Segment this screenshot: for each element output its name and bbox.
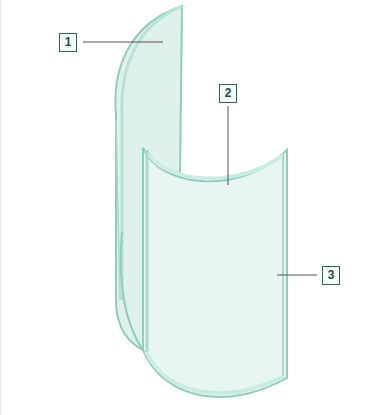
leader-line: [83, 42, 163, 43]
leader-line: [228, 106, 229, 185]
glass-edge-thickness: [282, 154, 284, 376]
leader-line: [277, 275, 317, 276]
callout-number: 3: [322, 266, 341, 285]
leader-lines: [83, 42, 317, 275]
callout-number: 2: [219, 84, 238, 103]
bottom-edge-thickness: [146, 352, 284, 393]
top-edge-thickness: [146, 150, 284, 178]
glass-panels: [115, 6, 287, 397]
frame-edge: [0, 0, 1, 415]
front-glass-panel: [143, 148, 287, 397]
lower-curve-edge: [121, 232, 143, 350]
callout-number: 1: [59, 33, 78, 52]
glass-edge-thickness: [146, 150, 149, 352]
inner-edge: [116, 120, 120, 300]
